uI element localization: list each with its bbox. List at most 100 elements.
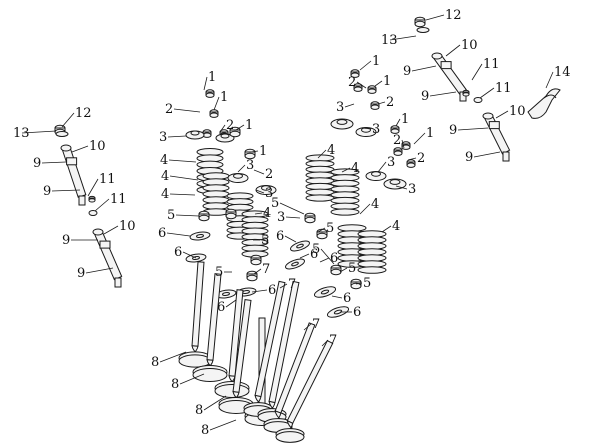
leader-line xyxy=(173,108,201,113)
valve-stem-seal xyxy=(225,208,237,220)
callout-6: 6 xyxy=(276,229,297,244)
callout-5: 5 xyxy=(317,221,334,236)
callout-7: 7 xyxy=(279,277,296,292)
callout-number: 2 xyxy=(226,118,234,133)
callout-6: 6 xyxy=(217,299,237,315)
adjusting-screw-bottom xyxy=(88,198,96,203)
leader-line xyxy=(317,227,326,233)
leader-line xyxy=(235,124,245,131)
spring-seat-washer xyxy=(326,306,350,318)
callout-1: 1 xyxy=(413,126,434,145)
adjusting-screw-bottom xyxy=(462,92,470,97)
leader-line xyxy=(251,289,268,293)
callout-9: 9 xyxy=(403,64,437,79)
callout-5: 5 xyxy=(312,242,335,265)
callout-number: 11 xyxy=(99,172,116,187)
callout-number: 4 xyxy=(161,187,169,202)
valve-stem-seal xyxy=(198,210,210,222)
spring-seat-washer xyxy=(189,231,211,241)
leader-line xyxy=(285,216,301,219)
rocker-pin xyxy=(473,97,483,103)
leader-line xyxy=(51,189,81,192)
callout-2: 2 xyxy=(407,151,425,166)
leader-line xyxy=(445,44,461,57)
callout-13: 13 xyxy=(381,33,417,48)
rocker-tip xyxy=(502,151,510,162)
leader-line xyxy=(61,112,75,128)
leader-line xyxy=(166,232,191,237)
valve-stem-seal xyxy=(250,254,262,266)
callout-number: 1 xyxy=(372,54,380,69)
leader-line xyxy=(175,214,200,217)
adjusting-screw xyxy=(88,195,96,203)
callout-12: 12 xyxy=(425,8,462,23)
callout-number: 1 xyxy=(426,126,434,141)
callout-2: 2 xyxy=(377,95,394,110)
callout-3: 3 xyxy=(159,130,187,145)
callout-number: 9 xyxy=(43,184,51,199)
washer-hole xyxy=(291,261,299,267)
spring-seat-washer xyxy=(313,286,337,298)
callout-number: 2 xyxy=(386,95,394,110)
callout-11: 11 xyxy=(471,57,500,81)
callout-7: 7 xyxy=(253,262,270,277)
callout-number: 9 xyxy=(33,156,41,171)
spring-retainer xyxy=(215,133,235,143)
rocker-fork xyxy=(527,88,561,119)
callout-number: 6 xyxy=(310,247,318,262)
callout-number: 1 xyxy=(208,70,216,85)
rocker-fork-slot xyxy=(543,94,557,99)
valve-cotter xyxy=(393,147,403,156)
callout-2: 2 xyxy=(253,167,273,182)
lock-washer xyxy=(416,27,430,33)
callout-number: 2 xyxy=(393,133,401,148)
spring-retainer xyxy=(227,173,249,183)
washer-hole xyxy=(320,289,330,295)
callout-14: 14 xyxy=(545,65,571,89)
rocker-boss xyxy=(99,240,111,249)
callout-number: 3 xyxy=(159,130,167,145)
adjuster-nut-bottom xyxy=(414,20,426,28)
valve-cotter-bottom xyxy=(367,88,377,94)
callout-6: 6 xyxy=(331,291,351,306)
callout-number: 8 xyxy=(151,355,159,370)
callout-4: 4 xyxy=(254,206,271,221)
callout-number: 9 xyxy=(449,123,457,138)
leader-line xyxy=(356,81,367,89)
callout-5: 5 xyxy=(271,196,305,215)
callout-number: 9 xyxy=(77,266,85,281)
callout-number: 5 xyxy=(363,276,371,291)
valve-cotter-bottom xyxy=(244,152,256,160)
callout-13: 13 xyxy=(13,126,57,141)
callout-4: 4 xyxy=(161,187,196,202)
callout-number: 8 xyxy=(171,377,179,392)
callout-10: 10 xyxy=(103,219,136,235)
leader-line xyxy=(237,164,246,173)
callout-4: 4 xyxy=(160,153,197,168)
callout-number: 6 xyxy=(353,305,361,320)
leader-line xyxy=(254,212,263,215)
callout-1: 1 xyxy=(359,54,380,71)
leader-line xyxy=(479,87,495,99)
leader-line xyxy=(339,267,348,273)
callout-3: 3 xyxy=(237,158,254,173)
valve xyxy=(178,261,212,368)
valve-stem-seal xyxy=(316,228,328,240)
valve-face xyxy=(275,431,305,443)
callout-9: 9 xyxy=(77,266,114,281)
callout-number: 3 xyxy=(336,100,344,115)
callout-7: 7 xyxy=(303,317,320,332)
callout-number: 6 xyxy=(276,229,284,244)
callout-7: 7 xyxy=(321,333,337,348)
parts-layer xyxy=(54,16,561,443)
leader-line xyxy=(473,151,501,158)
callout-9: 9 xyxy=(43,184,81,199)
spring-seat-washer xyxy=(285,258,305,270)
leader-line xyxy=(279,283,288,289)
callout-number: 1 xyxy=(383,74,391,89)
callout-number: 5 xyxy=(261,233,269,248)
callout-3: 3 xyxy=(255,186,273,201)
valve-cotter-bottom xyxy=(370,104,380,110)
